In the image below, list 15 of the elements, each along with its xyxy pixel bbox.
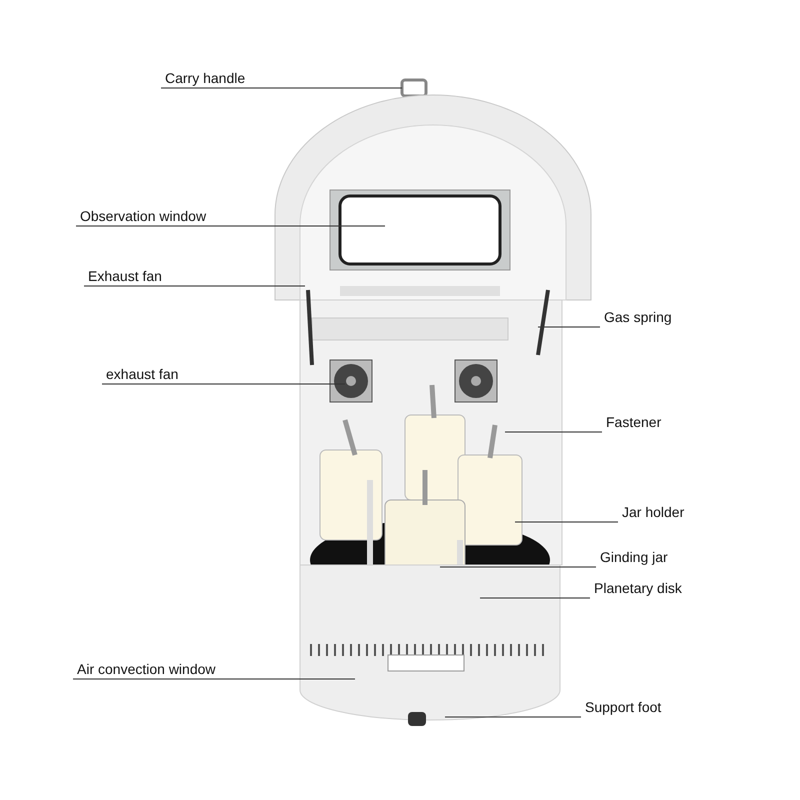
part-label: Jar holder	[622, 504, 684, 521]
part-label: Gas spring	[604, 309, 672, 326]
part-label: exhaust fan	[106, 366, 178, 383]
leader-line	[538, 326, 600, 328]
part-label: Planetary disk	[594, 580, 682, 597]
part-label: Carry handle	[165, 70, 246, 87]
part-label: Observation window	[80, 208, 206, 225]
part-label: Air convection window	[77, 661, 216, 678]
leader-line	[440, 566, 596, 568]
part-label: Fastener	[606, 414, 662, 431]
leader-line	[72, 678, 356, 680]
part-label: Ginding jar	[600, 549, 668, 566]
leader-line	[444, 716, 582, 718]
part-label: Support foot	[585, 699, 662, 716]
part-label: Exhaust fan	[88, 268, 162, 285]
